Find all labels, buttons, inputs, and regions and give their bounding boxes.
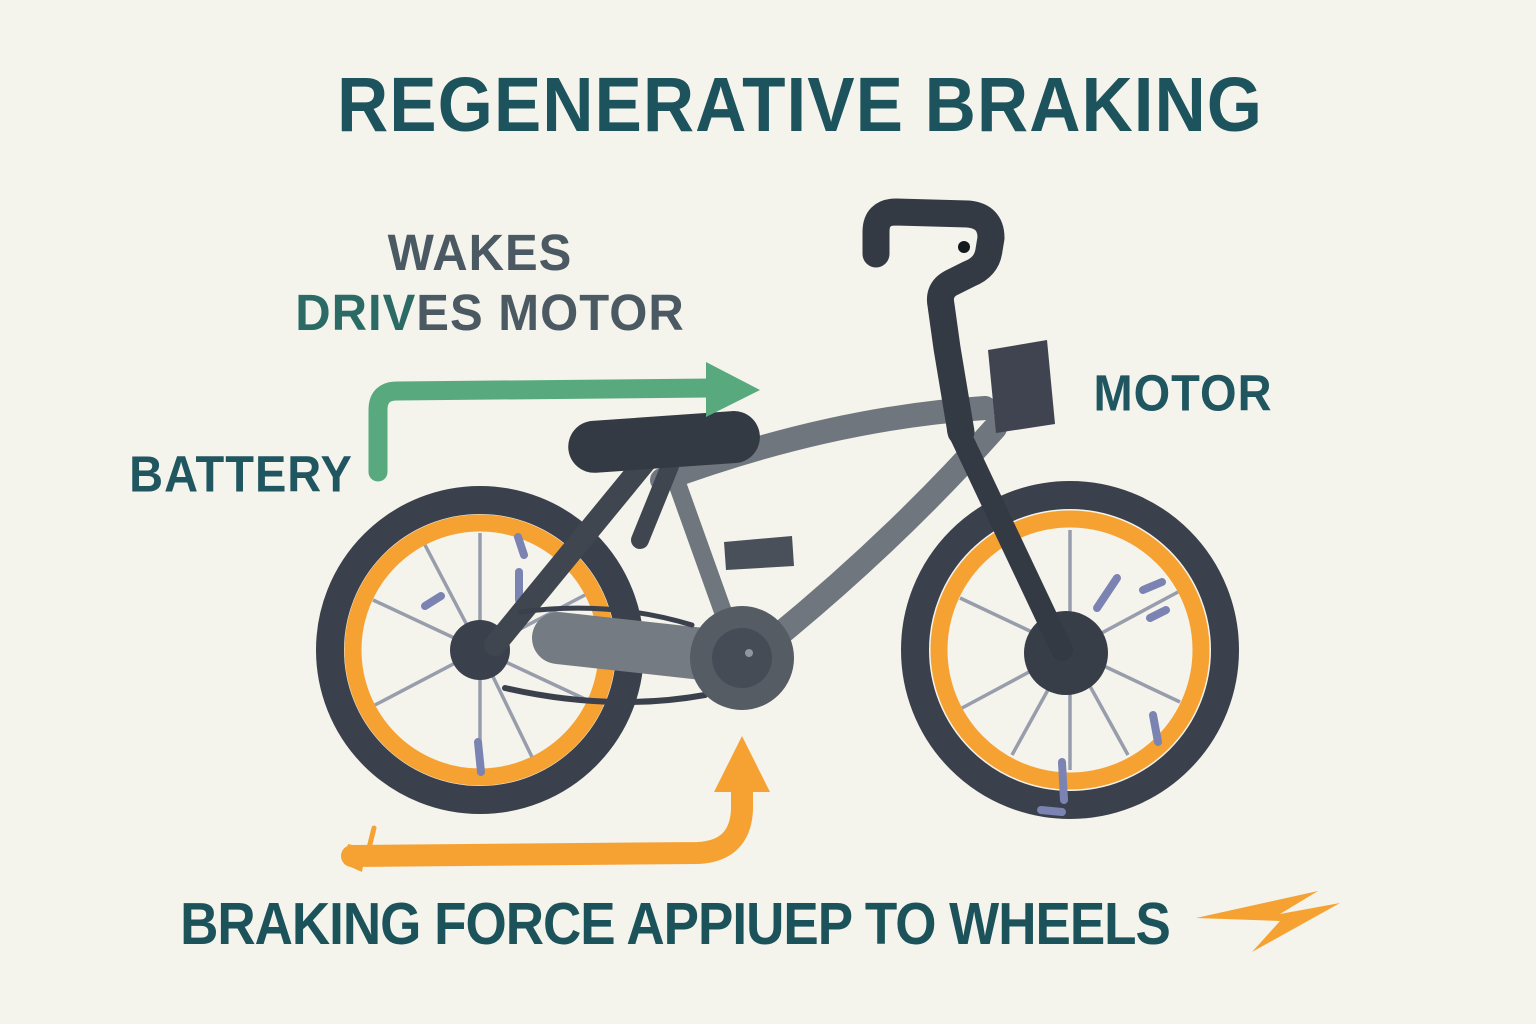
label-drives-part2: ES MOTOR [416,285,685,342]
front-reflectors [1037,574,1170,816]
lightning-bolt-icon [1196,891,1340,952]
handlebar [862,198,1073,661]
crank [690,606,794,710]
energy-flow-arrow [368,362,760,482]
motor-unit [988,340,1055,433]
label-braking-force: BRAKING FORCE APPIUEP TO WHEELS [180,891,1171,958]
rear-reflectors [421,533,528,776]
frame-pack [724,536,794,570]
label-drives-motor: DRIVES MOTOR [230,284,750,343]
label-wakes: WAKES [387,225,573,282]
diagram-title: REGENERATIVE BRAKING [337,63,1263,149]
label-drives-part1: DRIV [295,285,417,342]
saddle [568,411,760,549]
label-battery: BATTERY [129,445,353,503]
braking-force-arrow [341,736,770,872]
label-motor: MOTOR [1093,364,1273,422]
front-wheel [901,481,1239,819]
